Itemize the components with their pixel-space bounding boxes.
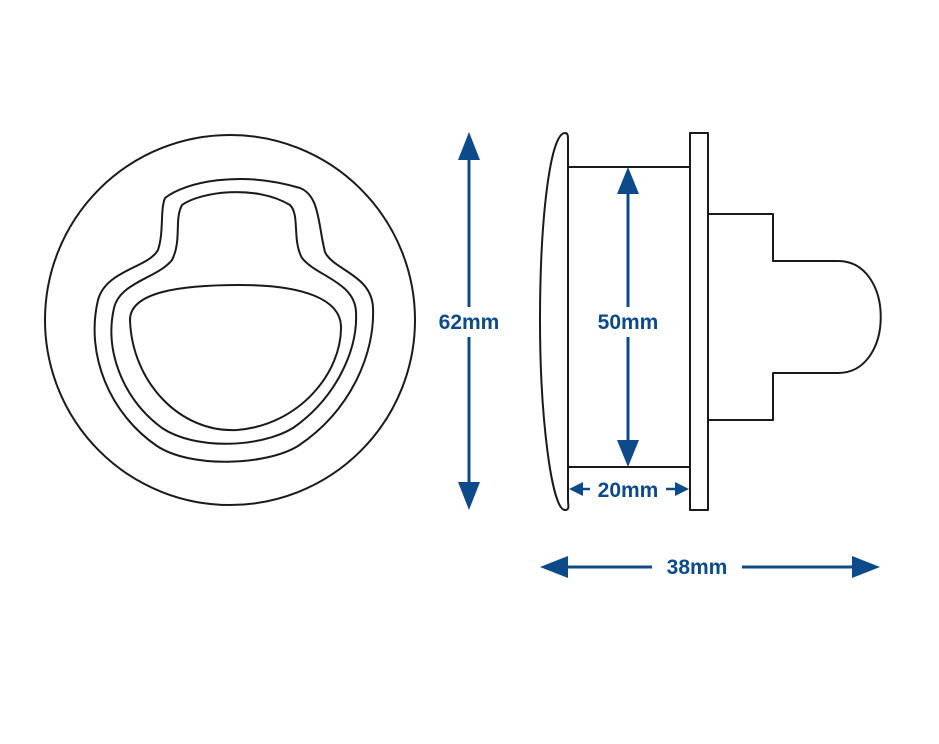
side-lock-boss bbox=[707, 213, 882, 421]
dimension-38mm: 38mm bbox=[540, 556, 880, 579]
dimension-20mm-arrow-right bbox=[675, 482, 689, 496]
side-flange bbox=[539, 132, 570, 511]
dimension-62mm-label: 62mm bbox=[439, 311, 500, 334]
dimension-62mm-label-bg bbox=[430, 307, 508, 337]
dimension-20mm-label-bg bbox=[590, 476, 666, 503]
dimension-50mm: 50mm bbox=[590, 167, 666, 467]
front-view bbox=[44, 134, 416, 506]
front-recess-inner bbox=[110, 191, 358, 445]
dimension-50mm-arrow-top bbox=[617, 167, 639, 194]
dimension-62mm-arrow-bottom bbox=[458, 482, 480, 510]
dimension-62mm: 62mm bbox=[430, 132, 508, 510]
dimension-20mm-arrow-left bbox=[569, 482, 583, 496]
dimension-50mm-label: 50mm bbox=[598, 311, 659, 334]
dimension-20mm: 20mm bbox=[569, 476, 689, 503]
side-mounting-plate bbox=[689, 132, 709, 511]
dimension-62mm-arrow-top bbox=[458, 132, 480, 160]
front-outer-rim bbox=[44, 134, 416, 506]
front-recess-outer bbox=[93, 178, 375, 463]
dimension-50mm-label-bg bbox=[590, 307, 666, 337]
dimension-50mm-arrow-bottom bbox=[617, 440, 639, 467]
dimension-20mm-label: 20mm bbox=[598, 479, 659, 502]
dimension-38mm-arrow-left bbox=[540, 556, 568, 578]
front-handle-ring bbox=[129, 284, 343, 432]
dimension-38mm-label: 38mm bbox=[667, 556, 728, 579]
dimension-38mm-arrow-right bbox=[852, 556, 880, 578]
